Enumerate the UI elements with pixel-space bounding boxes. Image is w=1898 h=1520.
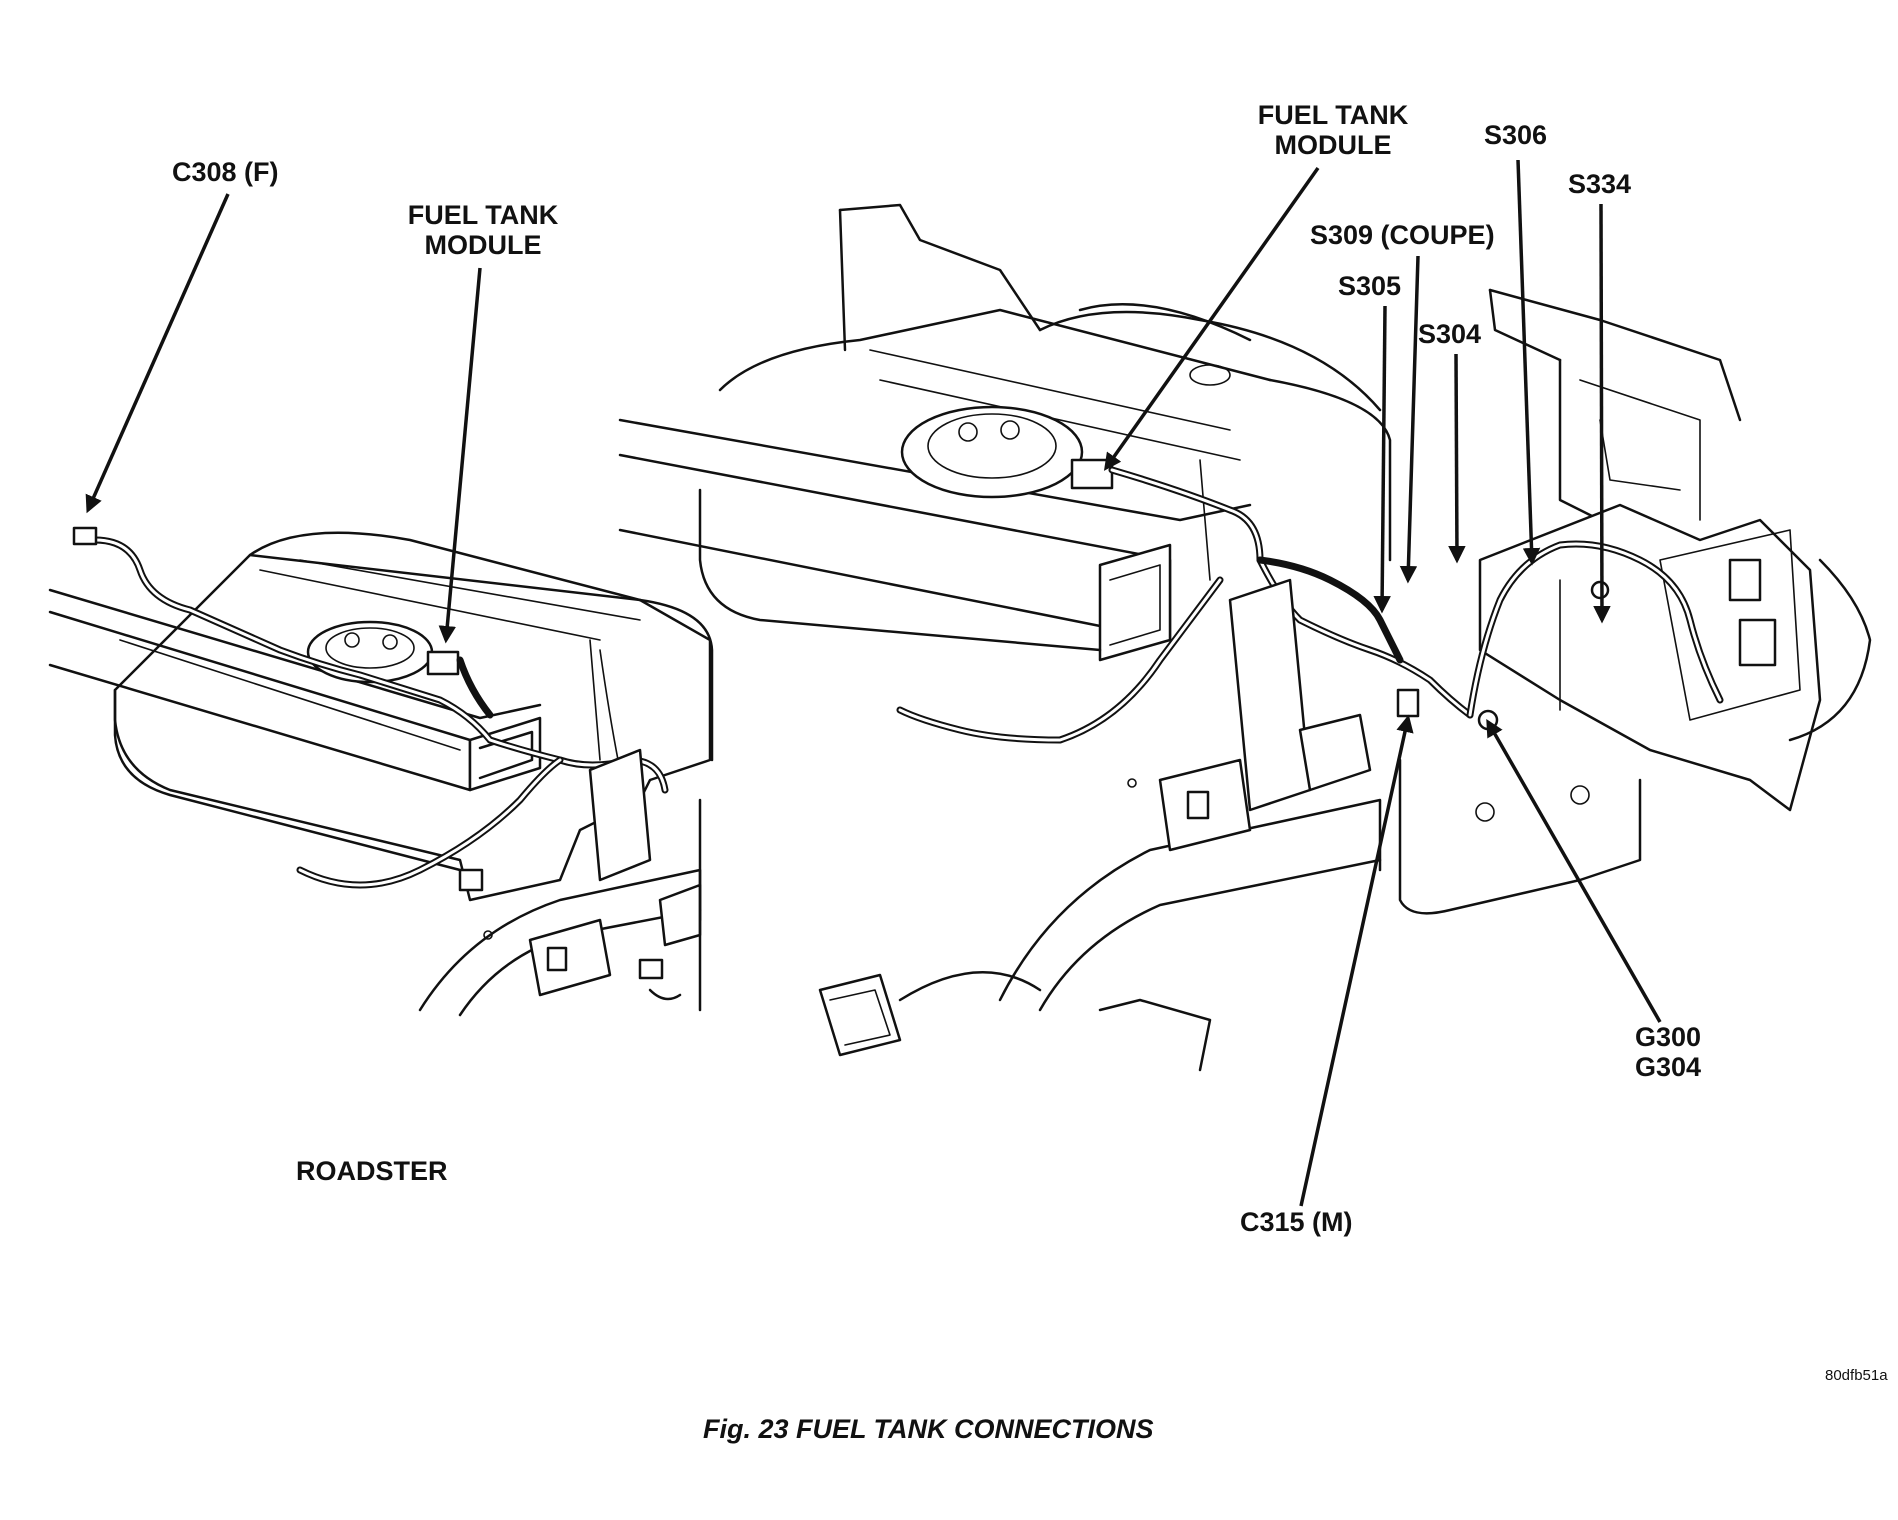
- leader-fuel-tank-module-right: [1103, 166, 1320, 471]
- roadster-labels: C308 (F) FUEL TANK MODULE ROADSTER: [85, 157, 559, 1186]
- coupe-labels: FUEL TANK MODULE S306 S334 S309 (COUPE) …: [1103, 100, 1701, 1237]
- label-s305: S305: [1338, 271, 1401, 301]
- leader-s334: [1593, 203, 1611, 624]
- label-fuel-tank-module-right-2: MODULE: [1275, 130, 1392, 160]
- coupe-fuel-tank: [698, 308, 1392, 652]
- roadster-crossmember: [418, 748, 702, 1017]
- coupe-body-panel: [838, 203, 1742, 522]
- coupe-rear-bracket: [1478, 503, 1872, 812]
- label-fuel-tank-module-left-2: MODULE: [425, 230, 542, 260]
- leader-s304: [1448, 353, 1466, 564]
- label-s309: S309 (COUPE): [1310, 220, 1495, 250]
- label-fuel-tank-module-left-1: FUEL TANK: [408, 200, 559, 230]
- label-g300: G300: [1635, 1022, 1701, 1052]
- leader-g300-g304: [1486, 718, 1662, 1023]
- figure-caption: Fig. 23 FUEL TANK CONNECTIONS: [703, 1414, 1154, 1444]
- coupe-wiring-harness: [896, 466, 1724, 744]
- coupe-illustration: [618, 203, 1872, 1072]
- coupe-pump-module: [900, 405, 1114, 499]
- leader-s305: [1373, 305, 1391, 614]
- leader-fuel-tank-module-left: [438, 267, 482, 644]
- label-fuel-tank-module-right-1: FUEL TANK: [1258, 100, 1409, 130]
- label-g304: G304: [1635, 1052, 1701, 1082]
- leader-c308: [85, 193, 230, 514]
- roadster-illustration: [48, 526, 714, 1017]
- label-s304: S304: [1418, 319, 1481, 349]
- coupe-frame-rail: [618, 418, 1252, 662]
- leader-c315: [1299, 714, 1414, 1207]
- label-s306: S306: [1484, 120, 1547, 150]
- label-roadster: ROADSTER: [296, 1156, 448, 1186]
- coupe-crossmember: [818, 578, 1642, 1072]
- label-c308: C308 (F): [172, 157, 279, 187]
- leader-s306: [1516, 159, 1541, 566]
- figure-code: 80dfb51a: [1825, 1367, 1888, 1384]
- label-s334: S334: [1568, 169, 1631, 199]
- leader-s309: [1399, 255, 1420, 584]
- roadster-frame-rail: [48, 588, 542, 792]
- roadster-fuel-tank: [113, 531, 714, 902]
- label-c315: C315 (M): [1240, 1207, 1353, 1237]
